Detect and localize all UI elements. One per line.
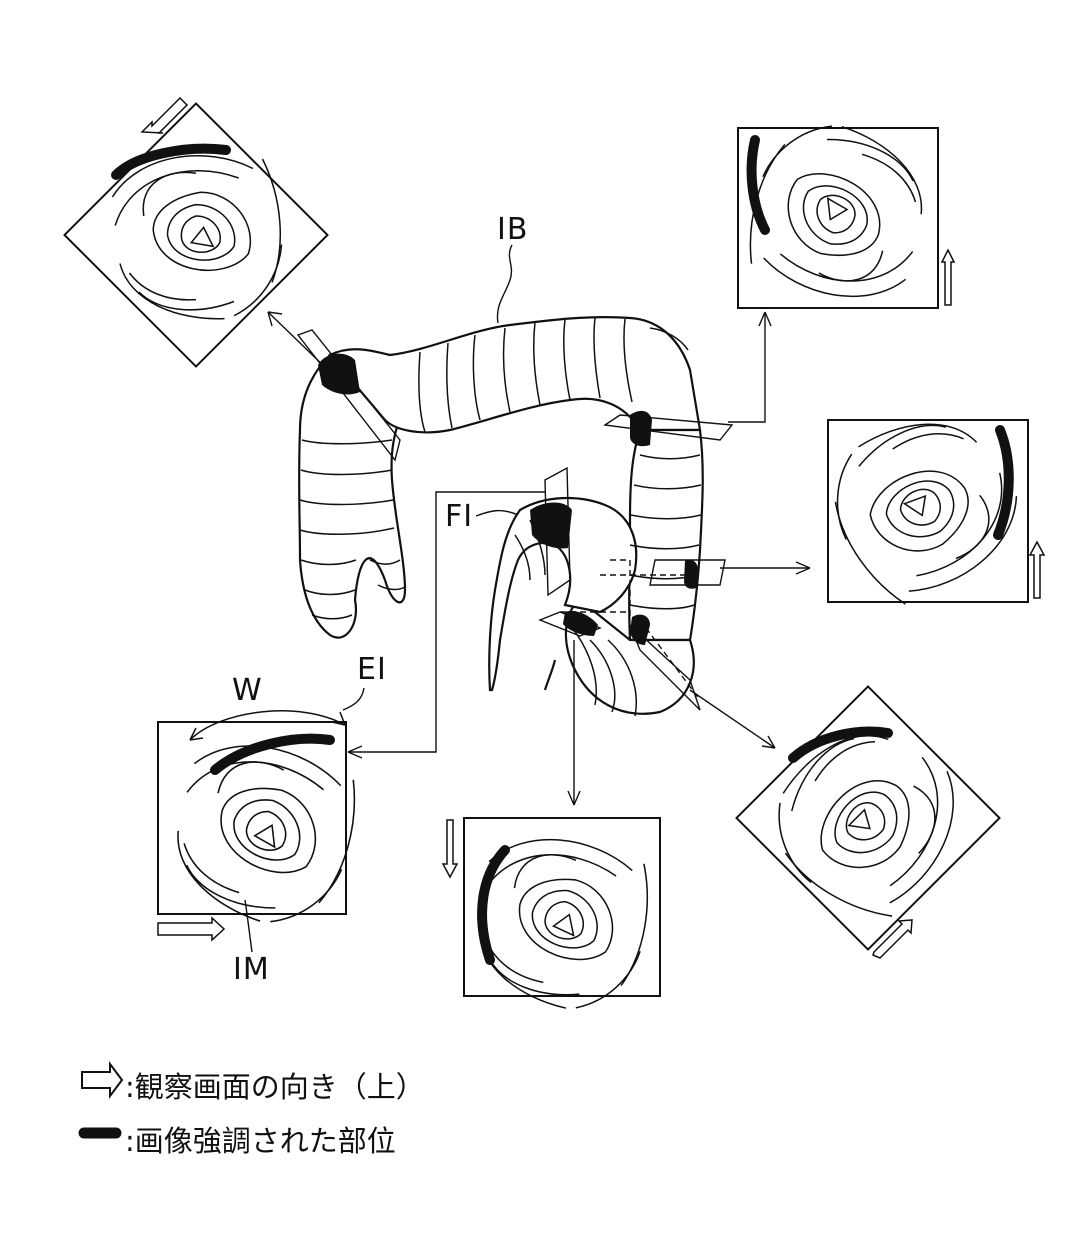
direction-arrow-top-right bbox=[942, 250, 954, 305]
label-im: IM bbox=[233, 955, 270, 985]
direction-arrow-middle-right bbox=[1030, 542, 1044, 598]
view-middle-right bbox=[809, 391, 1037, 617]
legend-enhanced-text: :画像強調された部位 bbox=[125, 1118, 396, 1160]
legend-enhanced: :画像強調された部位 bbox=[125, 1118, 396, 1160]
view-bottom-center bbox=[458, 818, 664, 1023]
direction-arrow-bottom-left bbox=[158, 918, 224, 940]
label-fi: FI bbox=[445, 502, 473, 532]
legend-arrow-icon bbox=[82, 1064, 122, 1096]
legend-direction: :観察画面の向き（上） bbox=[125, 1064, 425, 1106]
view-bottom-right bbox=[717, 669, 1001, 953]
direction-arrow-bottom-center bbox=[443, 820, 457, 877]
view-top-right bbox=[733, 107, 948, 318]
label-w: W bbox=[232, 676, 263, 706]
legend-direction-text: :観察画面の向き（上） bbox=[125, 1064, 425, 1106]
label-ib: IB bbox=[497, 215, 528, 245]
view-bottom-left bbox=[151, 711, 372, 942]
label-ei: EI bbox=[357, 655, 387, 685]
